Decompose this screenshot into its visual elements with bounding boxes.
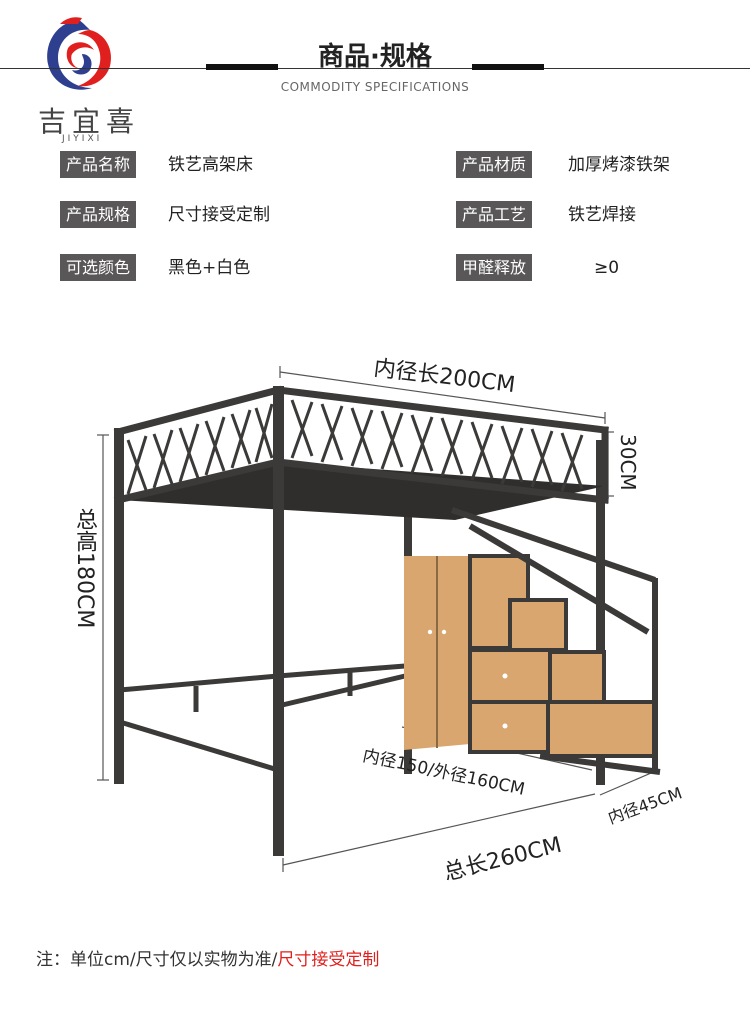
- brand-name: 吉宜喜: [38, 105, 141, 138]
- note-prefix: 注：单位cm/尺寸仅以实物为准/: [36, 950, 278, 970]
- header-rule-right-accent: [472, 64, 544, 70]
- spec-label-craft: 产品工艺: [456, 201, 533, 228]
- footer-note: 注：单位cm/尺寸仅以实物为准/尺寸接受定制: [36, 945, 379, 970]
- brand-pinyin: JIYIXI: [62, 134, 103, 144]
- header-rule-left-accent: [206, 64, 278, 70]
- spec-label-material: 产品材质: [456, 151, 533, 178]
- spec-value-size: 尺寸接受定制: [168, 205, 270, 225]
- note-highlight: 尺寸接受定制: [277, 950, 380, 970]
- spec-label-formaldehyde: 甲醛释放: [456, 254, 533, 281]
- spec-value-color: 黑色+白色: [168, 258, 251, 278]
- dim-rail-height: 30CM: [616, 434, 640, 491]
- dimension-lines: [97, 366, 659, 872]
- header-rule: [0, 68, 750, 69]
- spec-value-craft: 铁艺焊接: [568, 205, 636, 225]
- dim-total-height: 总高180CM: [72, 508, 97, 629]
- spec-label-size: 产品规格: [60, 201, 137, 228]
- spec-label-color: 可选颜色: [60, 254, 137, 281]
- page-title: 商品·规格: [318, 42, 432, 72]
- spec-value-name: 铁艺高架床: [168, 155, 253, 175]
- page-subtitle: COMMODITY SPECIFICATIONS: [280, 80, 470, 94]
- dragon-logo-icon: [47, 17, 112, 90]
- spec-value-material: 加厚烤漆铁架: [568, 155, 670, 175]
- spec-value-formaldehyde: ≥0: [594, 258, 620, 278]
- spec-label-name: 产品名称: [60, 151, 137, 178]
